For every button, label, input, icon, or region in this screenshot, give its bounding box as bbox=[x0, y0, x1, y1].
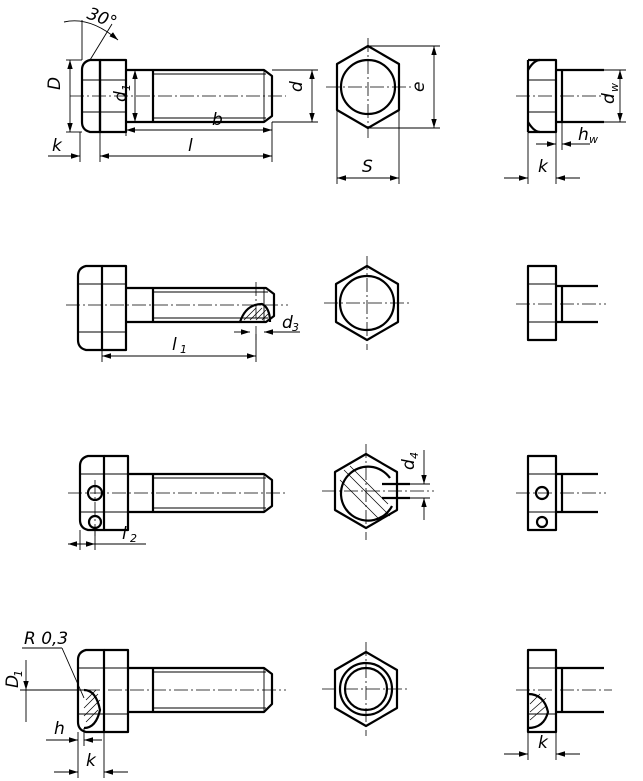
l2-label: l bbox=[122, 524, 127, 544]
bolt-side-view-row3 bbox=[516, 454, 606, 532]
hex-end-view-row2 bbox=[324, 256, 410, 350]
l2-sub-label: 2 bbox=[130, 532, 137, 545]
D-label: D bbox=[45, 77, 65, 90]
d1-label: d bbox=[111, 91, 131, 102]
k-label: k bbox=[52, 136, 63, 156]
hex-end-view-row1 bbox=[326, 38, 440, 184]
S-label: S bbox=[362, 157, 373, 177]
bolt-side-view-row2 bbox=[516, 264, 606, 342]
R-label: R 0,3 bbox=[24, 629, 68, 649]
hw-label: h bbox=[578, 125, 589, 145]
e-label: e bbox=[409, 82, 429, 92]
bolt-side-view-row4 bbox=[504, 648, 612, 760]
dimensions-row1 bbox=[48, 20, 318, 162]
d3-sub-label: 3 bbox=[292, 321, 299, 334]
hw-sub-label: w bbox=[589, 133, 598, 146]
b-label: b bbox=[212, 110, 223, 130]
bolt-front-view-recessed bbox=[20, 647, 286, 778]
bolt-front-view-basic bbox=[70, 58, 286, 134]
bolt-front-view-drilled-head bbox=[68, 454, 286, 550]
d1-sub-label: 1 bbox=[120, 84, 133, 91]
k-side-label: k bbox=[538, 157, 549, 177]
D1-sub-label: 1 bbox=[12, 670, 25, 677]
D1-label: D bbox=[3, 675, 23, 688]
bolt-front-view-drilled-shank bbox=[66, 264, 300, 362]
h-label: h bbox=[54, 719, 65, 739]
hex-end-view-row4 bbox=[322, 642, 410, 736]
l1-sub-label: 1 bbox=[180, 343, 187, 356]
l-label: l bbox=[188, 136, 193, 156]
angle-label: 30° bbox=[84, 4, 119, 33]
l1-label: l bbox=[172, 335, 177, 355]
d4-label: d bbox=[399, 459, 419, 470]
d-label: d bbox=[287, 81, 307, 92]
hex-end-view-row3 bbox=[322, 444, 434, 540]
dw-label: d bbox=[599, 93, 619, 104]
k-bottom-side-label: k bbox=[538, 733, 549, 753]
d3-label: d bbox=[282, 313, 293, 333]
dw-sub-label: w bbox=[608, 83, 621, 92]
k-bottom-label: k bbox=[86, 751, 97, 771]
d4-sub-label: 4 bbox=[408, 452, 421, 459]
bolt-side-view-row1 bbox=[504, 58, 626, 184]
